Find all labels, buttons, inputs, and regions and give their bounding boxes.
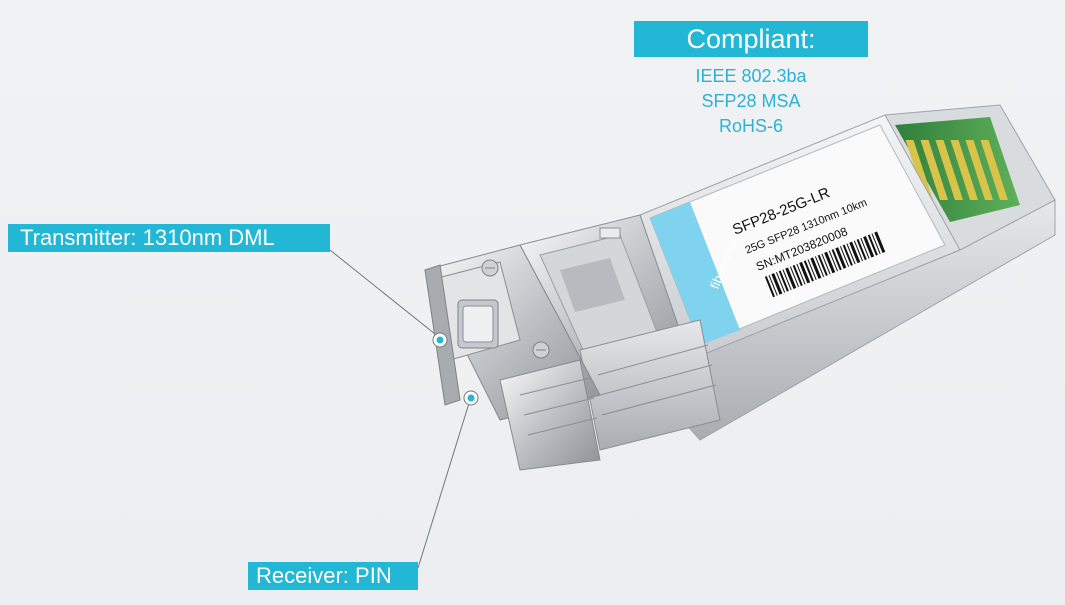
receiver-port-icon: [463, 390, 479, 406]
screw-icon: [481, 259, 499, 277]
standard-rohs: RoHS-6: [718, 116, 784, 136]
transmitter-callout: Transmitter: 1310nm DML: [8, 224, 330, 252]
front-face: [424, 244, 601, 471]
gold-contacts: [905, 140, 1008, 200]
transmitter-leader-line: [329, 249, 441, 339]
compliant-heading: Compliant:: [634, 21, 868, 57]
receiver-leader-line: [417, 399, 471, 569]
receiver-callout: Receiver: PIN: [248, 562, 418, 590]
metal-cage: [519, 214, 721, 451]
product-label: fiber mall SFP28-25G-LR 25G SFP28 1310nm…: [649, 124, 946, 346]
standards-list: IEEE 802.3ba SFP28 MSA RoHS-6: [634, 64, 868, 139]
transmitter-port-icon: [432, 332, 448, 348]
barcode-icon: [764, 231, 886, 298]
rear-connector: [884, 104, 1056, 251]
screw-icon: [532, 341, 550, 359]
standard-ieee: IEEE 802.3ba: [695, 66, 807, 86]
standard-sfp28: SFP28 MSA: [701, 91, 801, 111]
